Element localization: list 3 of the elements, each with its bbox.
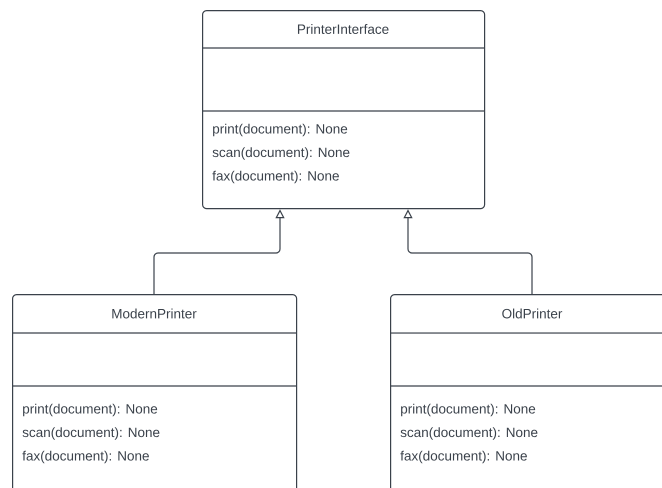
- class-box: PrinterInterface print(document): None scan(document): None fax(document): None: [202, 10, 486, 210]
- class-box: ModernPrinter print(document): None scan(document): None fax(document): None: [12, 294, 298, 488]
- class-box: OldPrinter print(document): None scan(document): None fax(document): None: [390, 294, 662, 488]
